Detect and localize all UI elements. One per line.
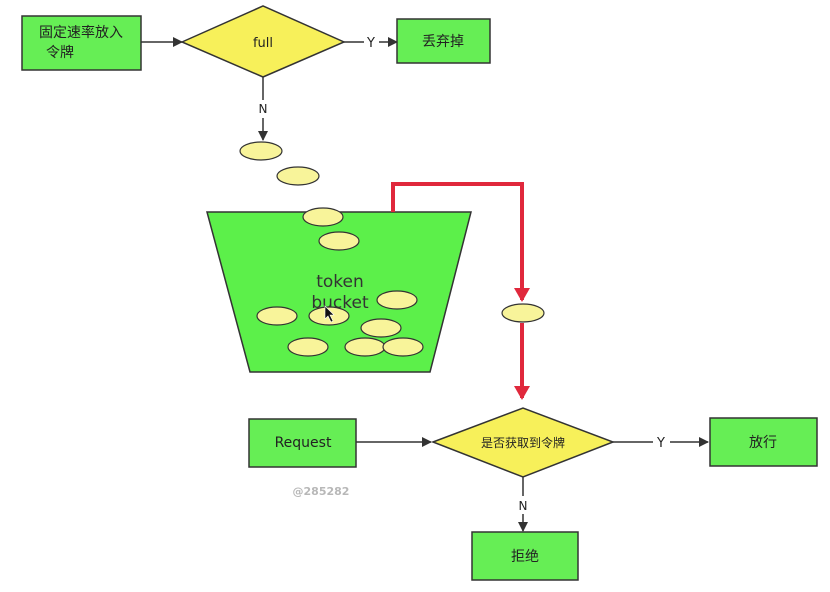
request-box: Request bbox=[248, 418, 357, 468]
get-token-label: 是否获取到令牌 bbox=[481, 435, 565, 450]
discard-label: 丢弃掉 bbox=[422, 34, 464, 50]
full-decision: full bbox=[180, 5, 346, 78]
full-yes-label: Y bbox=[366, 36, 375, 51]
request-label: Request bbox=[275, 435, 332, 451]
reject-label: 拒绝 bbox=[511, 549, 539, 565]
token-in-bucket-9 bbox=[382, 337, 424, 357]
token-in-bucket-8 bbox=[344, 337, 386, 357]
watermark: @285282 bbox=[293, 485, 350, 498]
token-in-bucket-1 bbox=[302, 207, 344, 227]
token-in-bucket-3 bbox=[376, 290, 418, 310]
bucket-label-line1: token bbox=[316, 272, 364, 292]
put-tokens-label-line1: 固定速率放入 bbox=[39, 24, 123, 41]
token-falling-2 bbox=[276, 166, 320, 186]
allow-label: 放行 bbox=[749, 435, 777, 451]
token-falling-1 bbox=[239, 141, 283, 161]
token-in-bucket-7 bbox=[287, 337, 329, 357]
get-token-decision: 是否获取到令牌 bbox=[430, 407, 616, 478]
full-label: full bbox=[253, 36, 273, 51]
token-bucket: token bucket bbox=[206, 211, 472, 373]
token-in-bucket-2 bbox=[318, 231, 360, 251]
token-yes-label: Y bbox=[656, 436, 665, 451]
token-no-label: N bbox=[519, 499, 528, 513]
red-arrow-to-token bbox=[391, 182, 530, 302]
token-taken bbox=[501, 303, 545, 323]
token-in-bucket-4 bbox=[256, 306, 298, 326]
discard-box: 丢弃掉 bbox=[396, 18, 491, 64]
put-tokens-box: 固定速率放入 令牌 bbox=[21, 15, 142, 71]
cursor-icon bbox=[324, 305, 335, 323]
full-no-label: N bbox=[259, 102, 268, 116]
put-tokens-label-line2: 令牌 bbox=[46, 44, 74, 61]
allow-box: 放行 bbox=[709, 417, 818, 467]
reject-box: 拒绝 bbox=[471, 531, 579, 581]
token-in-bucket-6 bbox=[360, 318, 402, 338]
